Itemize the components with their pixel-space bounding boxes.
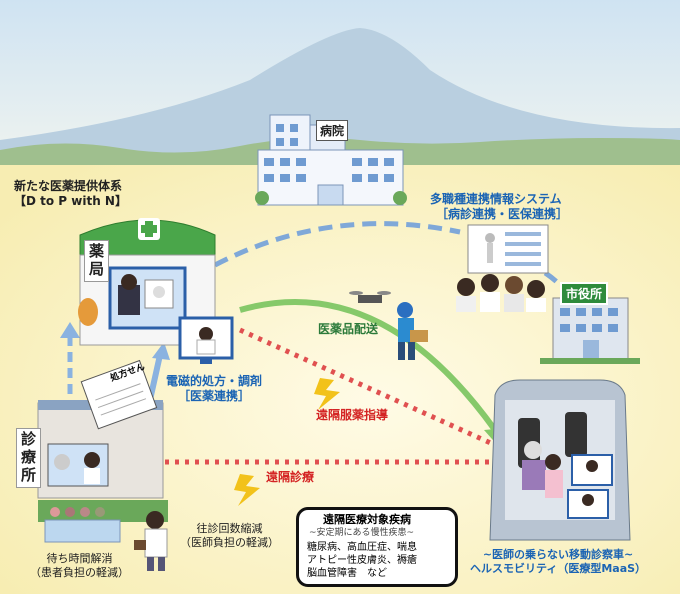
mobile-clinic-vehicle — [489, 379, 631, 541]
remote-consultation-label: 遠隔診療 — [266, 470, 315, 484]
info-system-label: 多職種連携情報システム ［病診連携・医保連携］ — [430, 192, 568, 222]
wait-time-label: 待ち時間解消 （患者負担の軽減） — [30, 552, 129, 580]
info-system-board — [467, 224, 549, 274]
doctor-figure — [134, 511, 168, 571]
pharmacy-building — [78, 218, 216, 346]
visit-reduction-label: 往診回数縮減 （医師負担の軽減） — [180, 522, 279, 550]
e-prescription-line1: 電磁的処方・調剤 — [166, 374, 263, 388]
city-hall-sign: 市役所 — [560, 282, 609, 305]
staff-group — [456, 274, 546, 312]
disease-box-subtitle: ~安定期にある慢性疾患~ — [309, 528, 415, 538]
mobile-clinic-line2: ヘルスモビリティ（医療型MaaS） — [470, 561, 647, 575]
diagram-title-line2: 【D to P with N】 — [14, 194, 127, 208]
mountain — [0, 28, 680, 170]
lightning-icon — [234, 474, 260, 506]
delivery-person — [397, 302, 428, 360]
disease-box-line2: アトピー性皮膚炎、褥瘡 — [307, 555, 417, 566]
clinic-building — [37, 400, 168, 543]
visit-reduction-line2: （医師負担の軽減） — [180, 535, 279, 549]
e-prescription-label: 電磁的処方・調剤 ［医薬連携］ — [166, 374, 262, 404]
clinic-sign: 診療所 — [16, 428, 41, 488]
blue-dashed-link-pharmacy — [213, 221, 461, 268]
diagram-title: 新たな医薬提供体系 【D to P with N】 — [14, 179, 127, 209]
pharmacist-monitor — [178, 316, 234, 364]
wait-time-line1: 待ち時間解消 — [46, 552, 113, 565]
disease-box-line3: 脳血管障害 など — [307, 568, 387, 579]
green-delivery-arrow — [239, 299, 498, 432]
drug-delivery-label: 医薬品配送 — [318, 322, 379, 336]
target-disease-box: 遠隔医療対象疾病 ~安定期にある慢性疾患~ 糖尿病、高血圧症、喘息 アトピー性皮… — [296, 507, 458, 587]
red-dotted-link-pharmacy — [238, 327, 497, 448]
visit-reduction-line1: 往診回数縮減 — [196, 522, 263, 535]
mobile-clinic-label: ~医師の乗らない移動診察車~ ヘルスモビリティ（医療型MaaS） — [470, 548, 646, 576]
city-hall-building — [540, 297, 640, 364]
e-prescription-line2: ［医薬連携］ — [178, 389, 251, 403]
hospital-sign: 病院 — [316, 120, 349, 141]
info-system-line2: ［病診連携・医保連携］ — [436, 207, 569, 221]
remote-medication-guidance-label: 遠隔服薬指導 — [316, 408, 389, 422]
info-system-line1: 多職種連携情報システム — [430, 192, 562, 206]
disease-box-line1: 糖尿病、高血圧症、喘息 — [307, 542, 417, 553]
disease-box-title: 遠隔医療対象疾病 — [323, 513, 411, 526]
diagram-title-line1: 新たな医薬提供体系 — [14, 179, 123, 193]
lightning-icon — [314, 378, 340, 410]
pharmacy-sign: 薬局 — [84, 240, 109, 282]
wait-time-line2: （患者負担の軽減） — [30, 565, 129, 579]
mobile-clinic-line1: ~医師の乗らない移動診察車~ — [482, 548, 634, 561]
prescription-paper — [80, 359, 158, 430]
drone — [349, 291, 391, 303]
